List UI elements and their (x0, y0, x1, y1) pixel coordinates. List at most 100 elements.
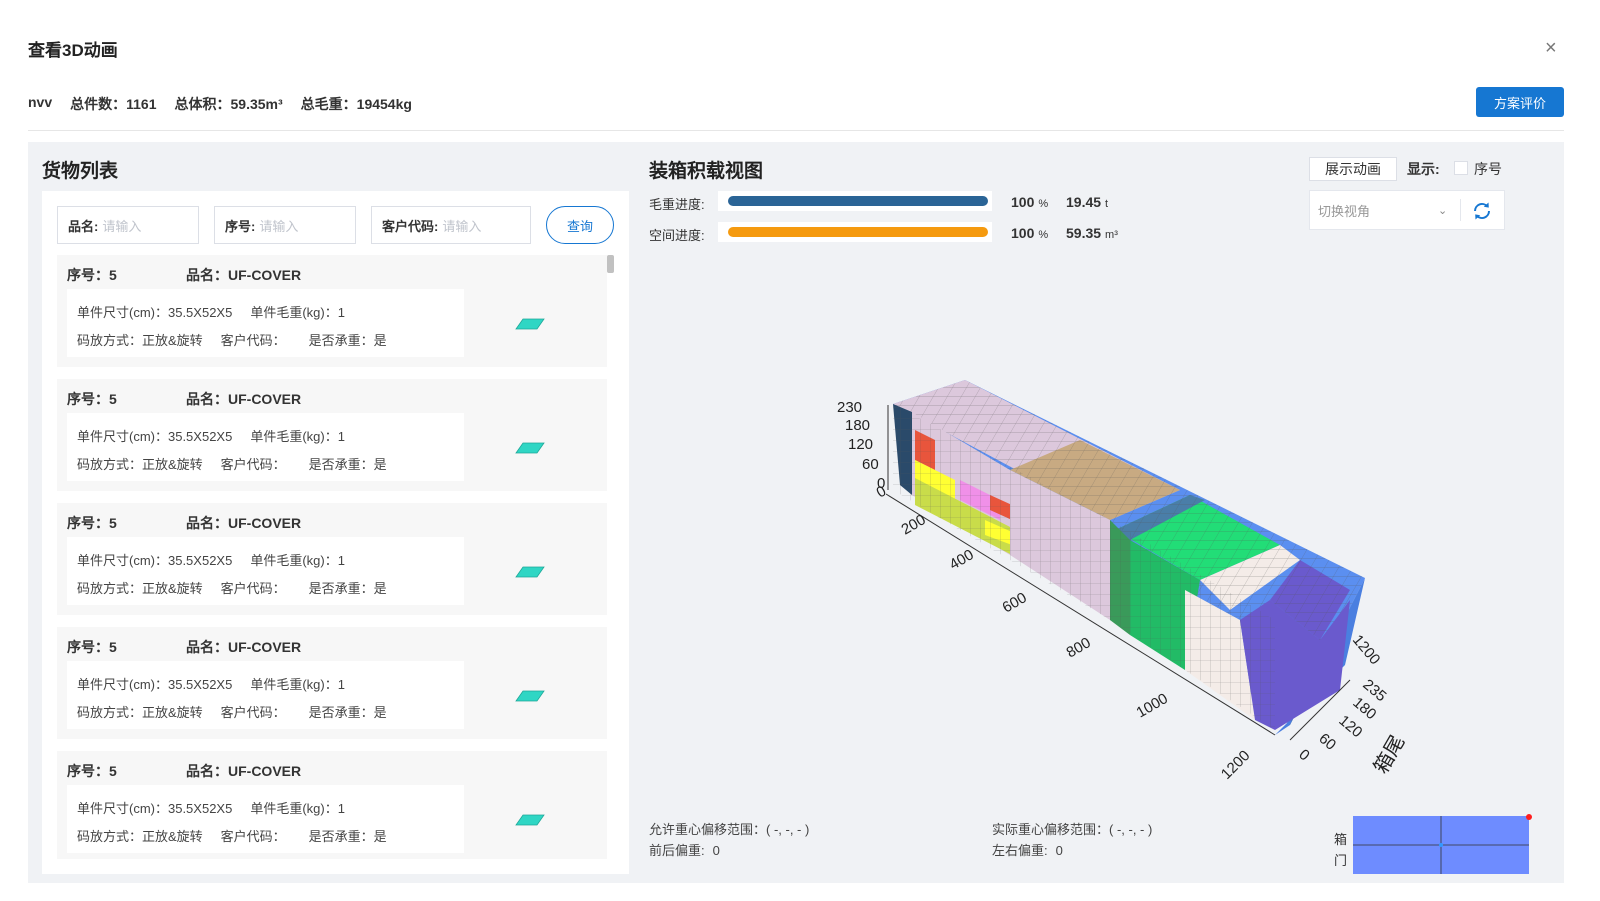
list-scrollbar[interactable] (607, 255, 614, 273)
query-button[interactable]: 查询 (546, 206, 614, 244)
customer-search-label: 客户代码: (382, 218, 439, 234)
length-axis (885, 493, 1276, 736)
close-icon[interactable]: × (1545, 37, 1557, 59)
divider (28, 130, 1564, 131)
width-tick: 0 (1295, 746, 1312, 764)
length-tick: 600 (1000, 589, 1030, 616)
width-axis (1289, 679, 1351, 741)
cargo-shape-icon (515, 442, 545, 454)
refresh-icon[interactable] (1470, 199, 1494, 223)
cargo-size: 单件尺寸(cm)：35.5X52X5 (77, 429, 233, 444)
chevron-down-icon[interactable]: ⌄ (1438, 205, 1448, 217)
length-tick: 200 (899, 511, 929, 538)
cargo-detail: 单件尺寸(cm)：35.5X52X5 单件毛重(kg)：1 码放方式：正放&旋转 客… (67, 289, 464, 357)
show-animation-button[interactable]: 展示动画 (1309, 157, 1397, 181)
height-tick: 230 (837, 399, 862, 416)
switch-view-select[interactable]: 切换视角 (1318, 203, 1371, 219)
space-progress-bar (718, 222, 992, 242)
rear-label: 箱尾 (1369, 731, 1409, 777)
cargo-load-bearing: 是否承重：是 (308, 457, 387, 472)
seq-checkbox[interactable] (1454, 161, 1468, 175)
cargo-name: 品名：UF-COVER (186, 515, 302, 531)
cargo-detail: 单件尺寸(cm)：35.5X52X5 单件毛重(kg)：1 码放方式：正放&旋转 客… (67, 537, 464, 605)
height-tick: 180 (845, 417, 870, 434)
weight-progress-bar (718, 191, 992, 211)
length-tick: 800 (1064, 634, 1094, 661)
cargo-customer: 客户代码： (220, 333, 286, 348)
plan-evaluation-button[interactable]: 方案评价 (1476, 87, 1564, 117)
space-progress-fill (728, 227, 988, 237)
cargo-stacking: 码放方式：正放&旋转 (77, 581, 203, 596)
cargo-seq: 序号：5 (67, 267, 117, 283)
customer-search-input[interactable]: 请输入 (442, 218, 482, 234)
display-label: 显示: (1407, 161, 1440, 177)
length-tick: 0 (874, 483, 890, 502)
cargo-name: 品名：UF-COVER (186, 267, 302, 283)
cargo-weight: 单件毛重(kg)：1 (250, 553, 345, 568)
divider (1460, 199, 1461, 221)
seq-search-input[interactable]: 请输入 (259, 218, 299, 234)
mini-map-center (1439, 843, 1443, 847)
cargo-weight: 单件毛重(kg)：1 (250, 305, 345, 320)
cargo-stacking: 码放方式：正放&旋转 (77, 829, 203, 844)
weight-progress-percent: 100% (1011, 194, 1049, 210)
height-tick: 120 (848, 436, 873, 453)
view-switcher: 切换视角 ⌄ (1309, 190, 1505, 230)
cargo-size: 单件尺寸(cm)：35.5X52X5 (77, 677, 233, 692)
left-right-offset: 左右偏重:0 (992, 843, 1063, 858)
cargo-load-bearing: 是否承重：是 (308, 705, 387, 720)
cargo-stacking: 码放方式：正放&旋转 (77, 457, 203, 472)
cargo-size: 单件尺寸(cm)：35.5X52X5 (77, 801, 233, 816)
load-view-title: 装箱积载视图 (649, 161, 764, 182)
cargo-weight: 单件毛重(kg)：1 (250, 677, 345, 692)
cargo-stacking: 码放方式：正放&旋转 (77, 333, 203, 348)
cargo-item[interactable]: 序号：5 品名：UF-COVER 单件尺寸(cm)：35.5X52X5 单件毛重(k… (57, 255, 607, 367)
cargo-load-bearing: 是否承重：是 (308, 581, 387, 596)
cargo-weight: 单件毛重(kg)：1 (250, 429, 345, 444)
seq-checkbox-label[interactable]: 序号 (1474, 161, 1502, 177)
end-tick: 1200 (1349, 632, 1383, 668)
cargo-name: 品名：UF-COVER (186, 391, 302, 407)
cargo-name: 品名：UF-COVER (186, 639, 302, 655)
cargo-detail: 单件尺寸(cm)：35.5X52X5 单件毛重(kg)：1 码放方式：正放&旋转 客… (67, 413, 464, 481)
door-label: 箱 (1334, 832, 1348, 847)
weight-progress-label: 毛重进度: (649, 197, 705, 212)
cargo-customer: 客户代码： (220, 457, 286, 472)
height-tick: 60 (862, 456, 879, 473)
cog-marker (1526, 814, 1532, 820)
cargo-seq: 序号：5 (67, 763, 117, 779)
space-progress-percent: 100% (1011, 225, 1049, 241)
cargo-load-bearing: 是否承重：是 (308, 333, 387, 348)
cargo-seq: 序号：5 (67, 391, 117, 407)
seq-search-field[interactable]: 序号: 请输入 (214, 206, 356, 244)
total-weight: 总毛重：19454kg (300, 96, 412, 112)
length-tick: 400 (947, 546, 977, 573)
cargo-stacking: 码放方式：正放&旋转 (77, 705, 203, 720)
cargo-shape-icon (515, 690, 545, 702)
cargo-item[interactable]: 序号：5 品名：UF-COVER 单件尺寸(cm)：35.5X52X5 单件毛重(k… (57, 379, 607, 491)
length-tick: 1000 (1134, 690, 1171, 721)
cargo-customer: 客户代码： (220, 829, 286, 844)
door-label: 门 (1334, 853, 1348, 868)
cargo-list[interactable]: 序号：5 品名：UF-COVER 单件尺寸(cm)：35.5X52X5 单件毛重(k… (57, 255, 607, 859)
cargo-load-bearing: 是否承重：是 (308, 829, 387, 844)
name-search-field[interactable]: 品名: 请输入 (57, 206, 199, 244)
cargo-customer: 客户代码： (220, 581, 286, 596)
cargo-size: 单件尺寸(cm)：35.5X52X5 (77, 553, 233, 568)
customer-search-field[interactable]: 客户代码: 请输入 (371, 206, 531, 244)
cargo-name: 品名：UF-COVER (186, 763, 302, 779)
cog-actual-range: 实际重心偏移范围：( -, -, - ) (992, 822, 1153, 837)
dialog-title: 查看3D动画 (28, 41, 118, 60)
cargo-size: 单件尺寸(cm)：35.5X52X5 (77, 305, 233, 320)
cargo-shape-icon (515, 566, 545, 578)
front-back-offset: 前后偏重:0 (649, 843, 720, 858)
cargo-grid (893, 404, 1110, 620)
container-3d-view[interactable]: 230 180 120 60 0 0 200 400 600 800 1000 … (820, 370, 1410, 790)
name-search-input[interactable]: 请输入 (102, 218, 142, 234)
